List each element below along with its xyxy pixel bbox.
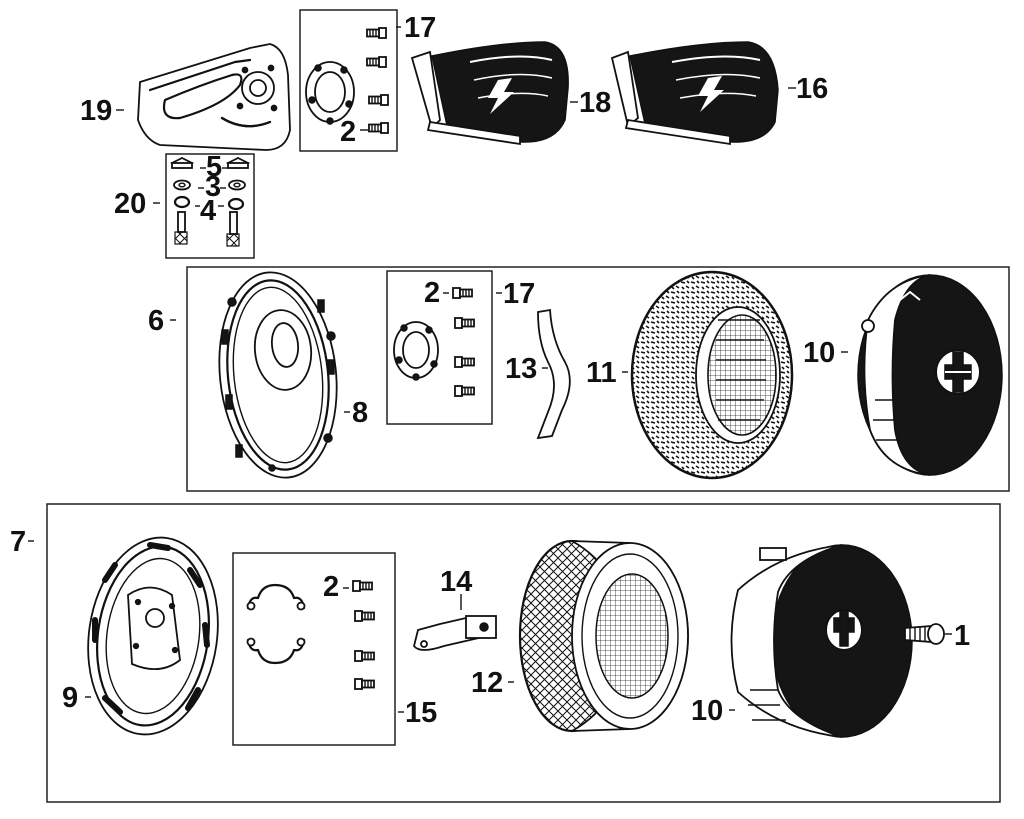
callout-numbers: 1 2 2 2 3 4 5 6 7 8 9 10 10 11 12 13 14 … [10,12,970,729]
callout-2-bottom: 2 [323,571,339,603]
screw-part-1 [904,623,945,645]
gasket-top [305,61,355,125]
air-cleaner-cover-part-10-mid [857,274,1003,476]
callout-18: 18 [579,87,611,119]
callout-7: 7 [10,526,26,558]
hardware-kit-box-mid [386,270,493,425]
callout-13: 13 [505,353,537,385]
hardware-kit-box-20 [165,153,255,259]
callout-9: 9 [62,682,78,714]
callout-19: 19 [80,95,112,127]
clamps-part-15 [246,583,306,665]
gasket-mid [393,321,439,381]
air-cleaner-cover-part-16 [610,41,779,146]
hardware-kit-box-15 [232,552,396,746]
callout-3: 3 [205,171,221,203]
callout-17-mid: 17 [503,278,535,310]
backing-plate-part-8 [218,271,338,479]
assembly-box-7 [46,503,1001,803]
callout-17-top: 17 [404,12,436,44]
bracket-part-14 [413,594,498,651]
callout-leaders [28,26,952,713]
hardware-kit-box-top [299,9,398,152]
callout-6: 6 [148,305,164,337]
clamp-strap-part-13 [536,308,571,440]
callout-8: 8 [352,397,368,429]
backing-plate-part-9 [87,536,219,736]
support-bracket-part-19 [137,43,291,151]
callout-12: 12 [471,667,503,699]
callout-5: 5 [206,151,222,183]
assembly-box-6 [186,266,1010,492]
callout-2-top: 2 [340,116,356,148]
filter-element-part-11 [630,270,794,480]
callout-16: 16 [796,73,828,105]
callout-15: 15 [405,697,437,729]
screws-top [366,27,389,134]
callout-2-mid: 2 [424,277,440,309]
filter-element-part-12 [518,539,689,733]
callout-4: 4 [200,195,216,227]
screws-bottom [352,580,375,690]
air-cleaner-cover-part-18 [410,41,569,146]
air-cleaner-cover-part-10-bottom [730,544,913,738]
callout-1: 1 [954,620,970,652]
screws-mid [452,287,475,397]
callout-11: 11 [586,357,617,389]
callout-10-bottom: 10 [691,695,723,727]
callout-20: 20 [114,188,146,220]
callout-14: 14 [440,566,472,598]
nuts-washers-part-5-3-4 [169,156,251,247]
callout-10-mid: 10 [803,337,835,369]
